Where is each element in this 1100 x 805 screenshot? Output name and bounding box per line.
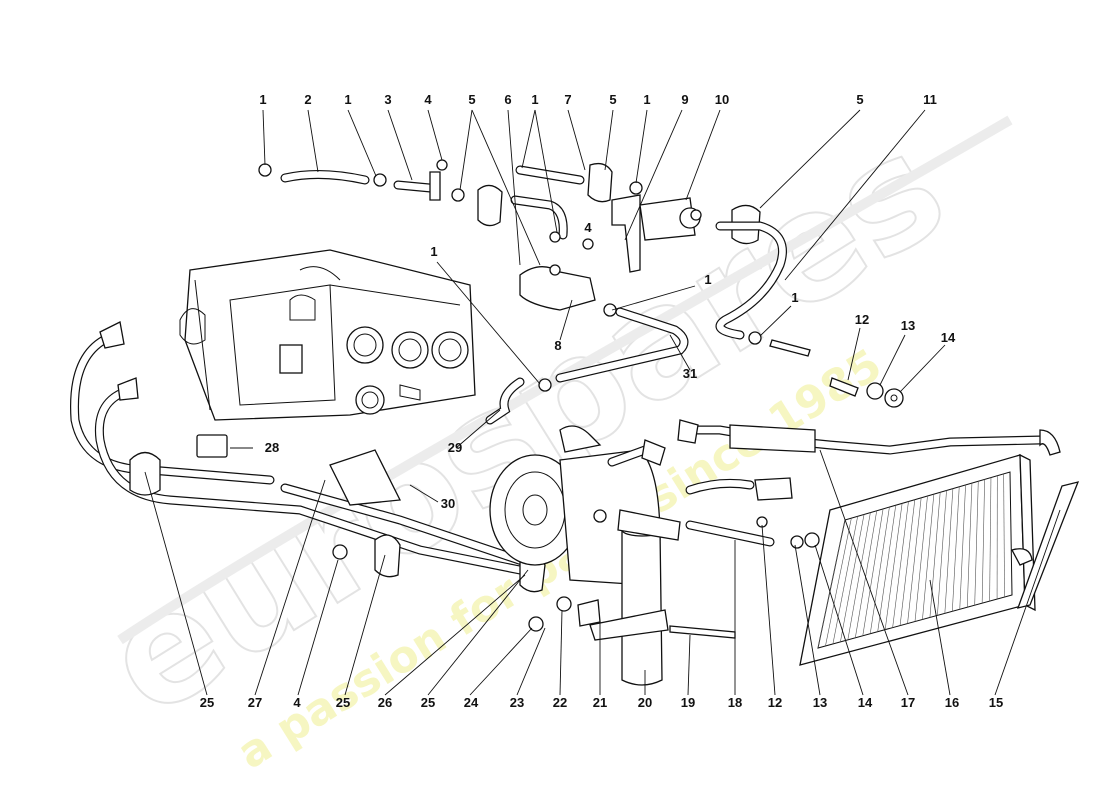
- callout-16: 16: [945, 695, 959, 710]
- callout-12: 12: [855, 312, 869, 327]
- callout-1: 1: [259, 92, 266, 107]
- callout-25: 25: [336, 695, 350, 710]
- callout-18: 18: [728, 695, 742, 710]
- callout-11: 11: [923, 92, 937, 107]
- callout-29: 29: [448, 440, 462, 455]
- callout-2: 2: [304, 92, 311, 107]
- callout-3: 3: [384, 92, 391, 107]
- callout-6: 6: [504, 92, 511, 107]
- callout-13: 13: [813, 695, 827, 710]
- callout-28: 28: [265, 440, 279, 455]
- callout-30: 30: [441, 496, 455, 511]
- callout-7: 7: [564, 92, 571, 107]
- callout-14: 14: [941, 330, 956, 345]
- callout-1: 1: [430, 244, 437, 259]
- callout-5: 5: [609, 92, 616, 107]
- callout-24: 24: [464, 695, 479, 710]
- callout-23: 23: [510, 695, 524, 710]
- callout-14: 14: [858, 695, 873, 710]
- callout-31: 31: [683, 366, 697, 381]
- callout-15: 15: [989, 695, 1003, 710]
- callout-12: 12: [768, 695, 782, 710]
- callout-4: 4: [584, 220, 592, 235]
- callout-4: 4: [293, 695, 301, 710]
- callout-25: 25: [200, 695, 214, 710]
- callout-19: 19: [681, 695, 695, 710]
- callout-1: 1: [344, 92, 351, 107]
- callout-25: 25: [421, 695, 435, 710]
- callout-13: 13: [901, 318, 915, 333]
- heater-unit: [180, 250, 475, 420]
- callout-1: 1: [531, 92, 538, 107]
- callout-1: 1: [704, 272, 711, 287]
- callout-22: 22: [553, 695, 567, 710]
- callout-20: 20: [638, 695, 652, 710]
- callout-5: 5: [856, 92, 863, 107]
- callout-10: 10: [715, 92, 729, 107]
- callout-27: 27: [248, 695, 262, 710]
- callout-1: 1: [791, 290, 798, 305]
- callout-17: 17: [901, 695, 915, 710]
- callout-8: 8: [554, 338, 561, 353]
- callout-5: 5: [468, 92, 475, 107]
- callout-21: 21: [593, 695, 607, 710]
- callout-1: 1: [643, 92, 650, 107]
- callout-4: 4: [424, 92, 432, 107]
- callout-9: 9: [681, 92, 688, 107]
- callout-26: 26: [378, 695, 392, 710]
